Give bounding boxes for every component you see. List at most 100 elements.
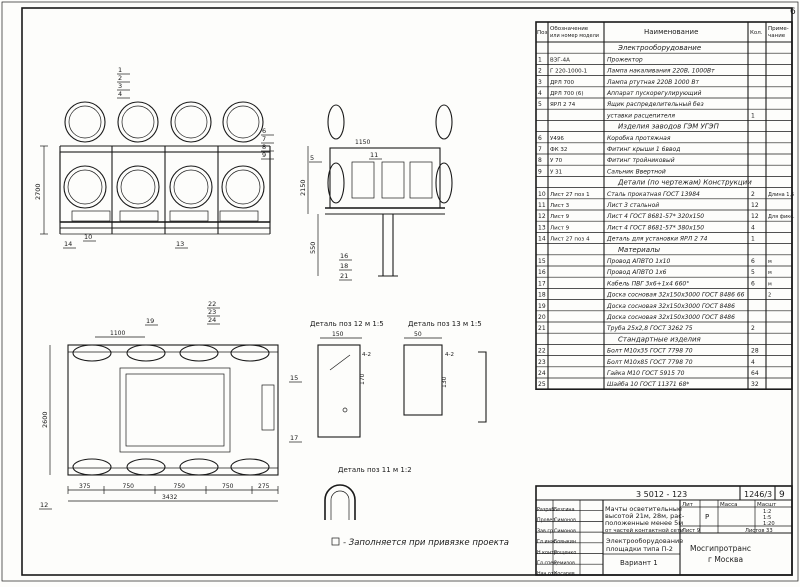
side-box-1 bbox=[351, 161, 375, 199]
spec-name: Провод АПВТО 1х6 bbox=[607, 269, 667, 276]
tb-role: Зав гр bbox=[537, 528, 553, 534]
callout-number: 8 bbox=[262, 143, 266, 151]
spec-name: Болт М10х85 ГОСТ 7798 70 bbox=[607, 359, 693, 366]
spec-name: Электрооборудование bbox=[617, 44, 701, 52]
spec-note: м bbox=[768, 270, 772, 276]
ballast-box-2 bbox=[169, 210, 209, 222]
floodlight-bottom-0 bbox=[63, 165, 107, 209]
floodlight-top-0 bbox=[64, 101, 106, 143]
spec-name: Провод АПВТО 1х10 bbox=[607, 258, 670, 265]
tb-sheet-code: 1246/3 bbox=[744, 490, 772, 499]
spec-header-name: Наименование bbox=[644, 28, 698, 36]
tb-col-lit: Лит bbox=[682, 502, 694, 508]
spec-header-code-2: или номер модели bbox=[550, 33, 599, 39]
tb-role: Н контр bbox=[537, 550, 557, 556]
floodlight-top-3 bbox=[222, 101, 264, 143]
detail-11-clamp-inner bbox=[330, 490, 350, 520]
side-box-2 bbox=[381, 161, 405, 199]
corner-number: 6 bbox=[790, 7, 796, 17]
floodlight-top-lens-1 bbox=[121, 105, 155, 139]
callout-number: 10 bbox=[84, 233, 92, 241]
spec-name: Материалы bbox=[618, 246, 660, 254]
spec-qty: 1 bbox=[751, 112, 755, 119]
spec-pos: 23 bbox=[538, 359, 546, 366]
spec-name: Изделия заводов ГЭМ УГЭП bbox=[618, 123, 720, 131]
callout-number: 4 bbox=[118, 90, 122, 98]
side-dim-2: 550 bbox=[309, 242, 317, 254]
plan-total: 3432 bbox=[162, 494, 177, 501]
spec-name: Лист 3 стальной bbox=[606, 202, 659, 209]
note-text: - Заполняется при привязке проекта bbox=[343, 538, 509, 548]
spec-header-note: Приме- bbox=[768, 26, 789, 32]
tb-sheet-no: 9 bbox=[779, 490, 785, 500]
plan-dim-3: 750 bbox=[222, 483, 234, 490]
spec-qty: 6 bbox=[751, 280, 755, 287]
plan-dim-1: 750 bbox=[123, 483, 135, 490]
detail-11-clamp bbox=[324, 484, 356, 520]
plan-lamp-bottom-0 bbox=[72, 458, 112, 476]
detail-12-title: Деталь поз 12 м 1:5 bbox=[310, 320, 384, 328]
side-lamp-right bbox=[435, 104, 453, 140]
spec-pos: 16 bbox=[538, 269, 546, 276]
spec-pos: 1 bbox=[538, 56, 542, 63]
spec-note: м bbox=[768, 259, 772, 265]
spec-code: Лист 27 поз 4 bbox=[550, 237, 590, 243]
spec-code: ДРЛ 700 (6) bbox=[550, 91, 584, 97]
spec-pos: 13 bbox=[538, 224, 546, 231]
spec-pos: 14 bbox=[538, 236, 546, 243]
spec-code: Лист 27 поз 1 bbox=[550, 192, 590, 198]
spec-qty: 28 bbox=[751, 348, 759, 355]
spec-header-code: Обозначение bbox=[550, 26, 589, 32]
tb-sheet-title: Вариант 1 bbox=[620, 559, 658, 567]
spec-code: У 31 bbox=[550, 169, 562, 175]
floodlight-bottom-lens-3 bbox=[225, 169, 261, 205]
side-box-3 bbox=[409, 161, 433, 199]
callout-number: 23 bbox=[208, 308, 216, 316]
spec-header-note-2: чание bbox=[768, 33, 786, 39]
spec-qty: 2 bbox=[751, 191, 755, 198]
spec-name: Коробка протяжная bbox=[607, 135, 671, 142]
tb-name: Безгина bbox=[554, 507, 575, 513]
spec-name: Сальник Ввертной bbox=[607, 168, 666, 175]
plan-lamp-bottom-2 bbox=[179, 458, 219, 476]
tb-desc-3: положенные менее 5м bbox=[605, 519, 683, 527]
tb-name: Косарев bbox=[554, 571, 575, 577]
tb-project-1: Электрооборудование bbox=[606, 537, 683, 545]
tb-name: Симонов bbox=[554, 528, 576, 534]
spec-code: Лист 3 bbox=[550, 203, 570, 209]
spec-pos: 4 bbox=[538, 90, 542, 97]
tb-name: Бовыкин bbox=[554, 539, 576, 545]
tb-scale: 1:5 bbox=[763, 515, 771, 521]
callout-number: 5 bbox=[310, 154, 314, 162]
detail-12-hatch bbox=[329, 354, 351, 371]
tb-stage: Р bbox=[705, 513, 709, 521]
plan-lamp-top-0 bbox=[72, 344, 112, 362]
spec-name: уставки расцепителя bbox=[606, 112, 675, 119]
spec-name: Фитинг крыши 1 6ввод bbox=[607, 146, 680, 153]
floodlight-top-1 bbox=[117, 101, 159, 143]
floodlight-bottom-lens-2 bbox=[173, 169, 209, 205]
spec-qty: 4 bbox=[751, 224, 755, 231]
spec-pos: 10 bbox=[538, 191, 546, 198]
spec-pos: 18 bbox=[538, 292, 546, 299]
spec-name: Фитинг тройниковый bbox=[607, 157, 675, 164]
spec-name: Детали (по чертежам) Конструкции bbox=[617, 179, 752, 187]
callout-number: 17 bbox=[290, 434, 298, 442]
spec-pos: 5 bbox=[538, 101, 542, 108]
spec-pos: 6 bbox=[538, 135, 542, 142]
spec-code: ЯРЛ 2 74 bbox=[550, 102, 576, 108]
floodlight-bottom-1 bbox=[116, 165, 160, 209]
plan-top-dim: 1100 bbox=[110, 330, 125, 337]
spec-code: У 70 bbox=[550, 158, 563, 164]
spec-name: Лист 4 ГОСТ 8681-57* 380х150 bbox=[606, 224, 704, 231]
plan-dim-0: 375 bbox=[79, 483, 91, 490]
spec-qty: 1 bbox=[751, 236, 755, 243]
tb-name: Ремизов bbox=[554, 561, 575, 567]
plan-bracket bbox=[261, 384, 275, 431]
spec-code: Г 220-1000-1 bbox=[550, 69, 587, 75]
plan-outer bbox=[67, 344, 279, 476]
